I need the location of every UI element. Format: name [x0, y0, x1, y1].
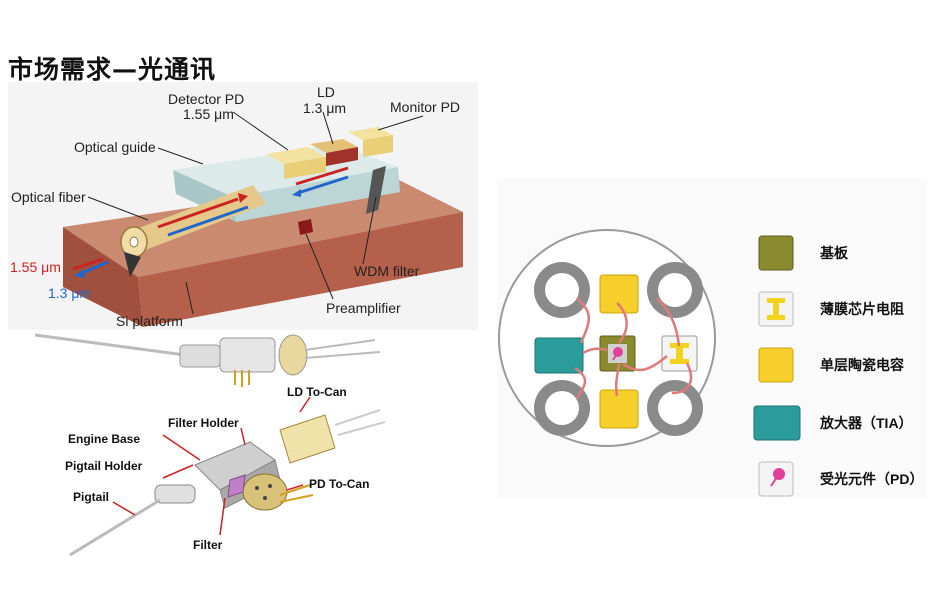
- ld-to-can: [279, 414, 336, 464]
- legend-label-photodiode: 受光元件（PD）: [820, 471, 923, 487]
- red-arrow: [157, 197, 239, 229]
- pin-top-left: [534, 262, 590, 318]
- blue-arrow-out: [79, 260, 109, 276]
- to-can-layout-diagram: 基板 薄膜芯片电阻 单层陶瓷电容 放大器（TIA） 受光元件（PD）: [497, 178, 927, 498]
- si-platform-front: [138, 212, 463, 327]
- optical-module-diagram: Detector PD 1.55 μm LD 1.3 μm Monitor PD…: [8, 82, 478, 330]
- label-pd-to-can: PD To-Can: [309, 477, 369, 491]
- si-platform-top: [63, 177, 463, 277]
- label-detector-wavelength: 1.55 μm: [183, 106, 234, 122]
- label-preamplifier: Preamplifier: [326, 300, 401, 316]
- label-ld-to-can: LD To-Can: [287, 385, 347, 399]
- top-fiber: [35, 333, 186, 357]
- pigtail-holder: [154, 484, 196, 504]
- label-wavelength-13: 1.3 μm: [48, 285, 91, 301]
- blue-arrow: [167, 205, 249, 237]
- label-filter-holder: Filter Holder: [168, 416, 239, 430]
- substrate-swatch: [758, 235, 794, 271]
- pd-to-can: [242, 473, 288, 511]
- label-ld: LD: [317, 84, 335, 100]
- monitor-pd-top: [348, 127, 393, 140]
- ld-chip: [326, 147, 358, 166]
- v-groove: [124, 252, 141, 277]
- wdm-filter: [366, 166, 386, 214]
- red-arrow-out: [72, 257, 104, 271]
- top-housing: [219, 337, 276, 373]
- label-pigtail: Pigtail: [73, 490, 109, 504]
- detector-pd-top: [266, 147, 326, 164]
- label-wdm-filter: WDM filter: [354, 263, 420, 279]
- label-optical-fiber: Optical fiber: [11, 189, 86, 205]
- pin-top-right: [647, 262, 703, 318]
- page-title: 市场需求—光通讯: [8, 55, 217, 84]
- ceramic-capacitor-bottom: [599, 389, 639, 429]
- label-ld-wavelength: 1.3 μm: [303, 100, 346, 116]
- ceramic-capacitor-swatch: [758, 347, 794, 383]
- label-si-platform: Si platform: [116, 313, 183, 329]
- wire-bonds: [574, 297, 693, 399]
- optical-guide-front: [233, 167, 400, 222]
- label-monitor-pd: Monitor PD: [390, 99, 460, 115]
- label-filter: Filter: [193, 538, 223, 552]
- top-ld-can: [278, 334, 308, 376]
- preamplifier-chip: [298, 219, 313, 235]
- detector-pd: [284, 157, 326, 179]
- pin-bottom-right: [647, 380, 703, 436]
- legend-label-ceramic-capacitor: 单层陶瓷电容: [820, 357, 904, 373]
- label-pigtail-holder: Pigtail Holder: [65, 459, 143, 473]
- amplifier-tia: [534, 337, 584, 374]
- amplifier-swatch: [753, 405, 801, 441]
- pigtail: [69, 498, 161, 557]
- label-wavelength-155: 1.55 μm: [10, 259, 61, 275]
- legend-label-substrate: 基板: [820, 245, 849, 261]
- legend-label-amplifier: 放大器（TIA）: [819, 415, 913, 431]
- legend-label-thin-film-resistor: 薄膜芯片电阻: [820, 301, 904, 317]
- filter-chip: [227, 474, 246, 498]
- label-engine-base: Engine Base: [68, 432, 140, 446]
- ceramic-capacitor-top: [599, 274, 639, 314]
- label-optical-guide: Optical guide: [74, 139, 156, 155]
- label-detector-pd: Detector PD: [168, 91, 244, 107]
- monitor-pd: [363, 135, 393, 157]
- si-platform-side: [63, 227, 143, 327]
- to-can-assembly-diagram: LD To-Can Filter Holder Engine Base Pigt…: [35, 330, 420, 565]
- pin-bottom-left: [534, 380, 590, 436]
- ld-top: [310, 139, 358, 153]
